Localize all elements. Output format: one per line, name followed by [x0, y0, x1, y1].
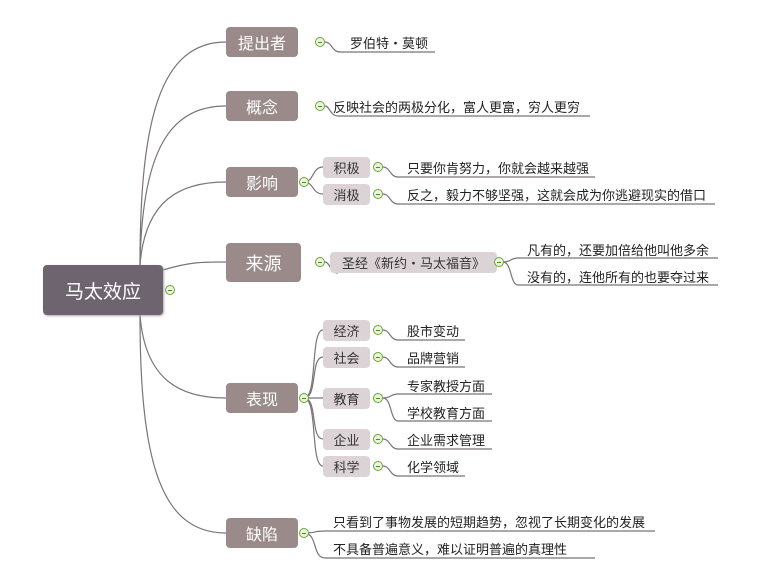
sub-negative[interactable]: 消极 [323, 184, 370, 205]
branch-influence[interactable]: 影响 [226, 167, 298, 197]
leaf-education-2[interactable]: 学校教育方面 [407, 407, 486, 422]
collapse-toggle-icon[interactable] [373, 352, 383, 362]
sub-label: 教育 [333, 393, 360, 408]
sub-label: 社会 [333, 352, 360, 367]
leaf-negative[interactable]: 反之，毅力不够坚强，这就会成为你逃避现实的借口 [407, 189, 707, 204]
branch-manifestation[interactable]: 表现 [226, 383, 298, 413]
sub-economy[interactable]: 经济 [323, 320, 370, 341]
branch-label: 概念 [245, 98, 278, 117]
sub-label: 科学 [333, 461, 360, 476]
collapse-toggle-icon[interactable] [299, 528, 309, 538]
leaf-defect-1[interactable]: 只看到了事物发展的短期趋势，忽视了长期变化的发展 [333, 516, 646, 531]
sub-enterprise[interactable]: 企业 [323, 429, 370, 450]
branch-label: 缺陷 [245, 525, 278, 544]
collapse-toggle-icon[interactable] [315, 37, 325, 47]
branch-label: 表现 [245, 390, 278, 409]
leaf-source-1[interactable]: 凡有的，还要加倍给他叫他多余 [527, 244, 710, 259]
leaf-source-2[interactable]: 没有的，连他所有的也要夺过来 [527, 271, 710, 286]
collapse-toggle-icon[interactable] [373, 461, 383, 471]
branch-source[interactable]: 来源 [226, 243, 301, 282]
branch-defect[interactable]: 缺陷 [226, 518, 298, 548]
branch-label: 来源 [245, 253, 282, 275]
root-node[interactable]: 马太效应 [43, 265, 163, 315]
sub-label: 消极 [333, 189, 360, 204]
sub-label: 经济 [333, 325, 360, 340]
sub-source-bible[interactable]: 圣经《新约・马太福音》 [330, 252, 497, 273]
collapse-toggle-icon[interactable] [315, 257, 325, 267]
branch-label: 影响 [245, 174, 278, 193]
collapse-toggle-icon[interactable] [373, 162, 383, 172]
sub-label: 积极 [333, 162, 360, 177]
sub-society[interactable]: 社会 [323, 347, 370, 368]
collapse-toggle-icon[interactable] [299, 393, 309, 403]
sub-label: 圣经《新约・马太福音》 [341, 257, 485, 272]
root-label: 马太效应 [64, 280, 141, 303]
collapse-toggle-icon[interactable] [494, 257, 504, 267]
collapse-toggle-icon[interactable] [299, 177, 309, 187]
leaf-defect-2[interactable]: 不具备普遍意义，难以证明普遍的真理性 [333, 543, 568, 558]
branch-concept[interactable]: 概念 [226, 91, 298, 121]
leaf-education-1[interactable]: 专家教授方面 [407, 380, 486, 395]
leaf-enterprise[interactable]: 企业需求管理 [407, 434, 486, 449]
branch-label: 提出者 [237, 34, 286, 53]
collapse-toggle-icon[interactable] [373, 189, 383, 199]
collapse-toggle-icon[interactable] [315, 101, 325, 111]
sub-science[interactable]: 科学 [323, 456, 370, 477]
leaf-positive[interactable]: 只要你肯努力，你就会越来越强 [407, 162, 590, 177]
leaf-concept[interactable]: 反映社会的两极分化，富人更富，穷人更穷 [333, 101, 581, 116]
sub-positive[interactable]: 积极 [323, 157, 370, 178]
leaf-society[interactable]: 品牌营销 [407, 352, 460, 367]
sub-label: 企业 [333, 434, 360, 449]
collapse-toggle-icon[interactable] [165, 285, 175, 295]
leaf-science[interactable]: 化学领域 [407, 461, 460, 476]
leaf-proposer[interactable]: 罗伯特・莫顿 [350, 37, 429, 52]
sub-education[interactable]: 教育 [323, 388, 370, 409]
collapse-toggle-icon[interactable] [373, 325, 383, 335]
leaf-economy[interactable]: 股市变动 [407, 325, 460, 340]
collapse-toggle-icon[interactable] [373, 393, 383, 403]
branch-proposer[interactable]: 提出者 [226, 27, 298, 57]
collapse-toggle-icon[interactable] [373, 434, 383, 444]
